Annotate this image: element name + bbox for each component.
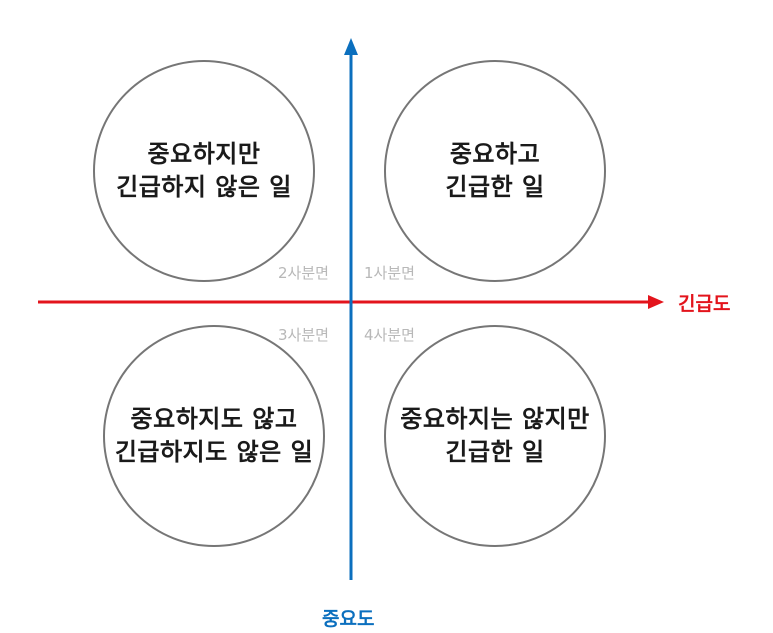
- horizontal-axis-label: 긴급도: [678, 293, 731, 315]
- quadrant-1-label: 1사분면: [364, 264, 415, 282]
- vertical-axis-arrowhead: [344, 38, 358, 55]
- quadrant-3-text-line1: 중요하지도 않고: [130, 405, 298, 433]
- quadrant-1-circle: 중요하고 긴급한 일: [384, 60, 606, 282]
- horizontal-axis-arrowhead: [648, 295, 664, 309]
- quadrant-4-label: 4사분면: [364, 326, 415, 344]
- quadrant-2-circle: 중요하지만 긴급하지 않은 일: [93, 60, 315, 282]
- quadrant-1-text-line2: 긴급한 일: [445, 173, 545, 201]
- quadrant-2-text-line1: 중요하지만: [147, 140, 261, 168]
- quadrant-3-text-line2: 긴급하지도 않은 일: [114, 438, 314, 466]
- quadrant-4-text-line1: 중요하지는 않지만: [400, 405, 590, 433]
- quadrant-2-label: 2사분면: [278, 264, 329, 282]
- quadrant-2-text-line2: 긴급하지 않은 일: [116, 173, 292, 201]
- quadrant-4-text-line2: 긴급한 일: [445, 438, 545, 466]
- quadrant-1-text-line1: 중요하고: [449, 140, 541, 168]
- quadrant-3-circle: 중요하지도 않고 긴급하지도 않은 일: [103, 325, 325, 547]
- quadrant-4-circle: 중요하지는 않지만 긴급한 일: [384, 325, 606, 547]
- quadrant-3-label: 3사분면: [278, 326, 329, 344]
- vertical-axis-label: 중요도: [322, 608, 375, 630]
